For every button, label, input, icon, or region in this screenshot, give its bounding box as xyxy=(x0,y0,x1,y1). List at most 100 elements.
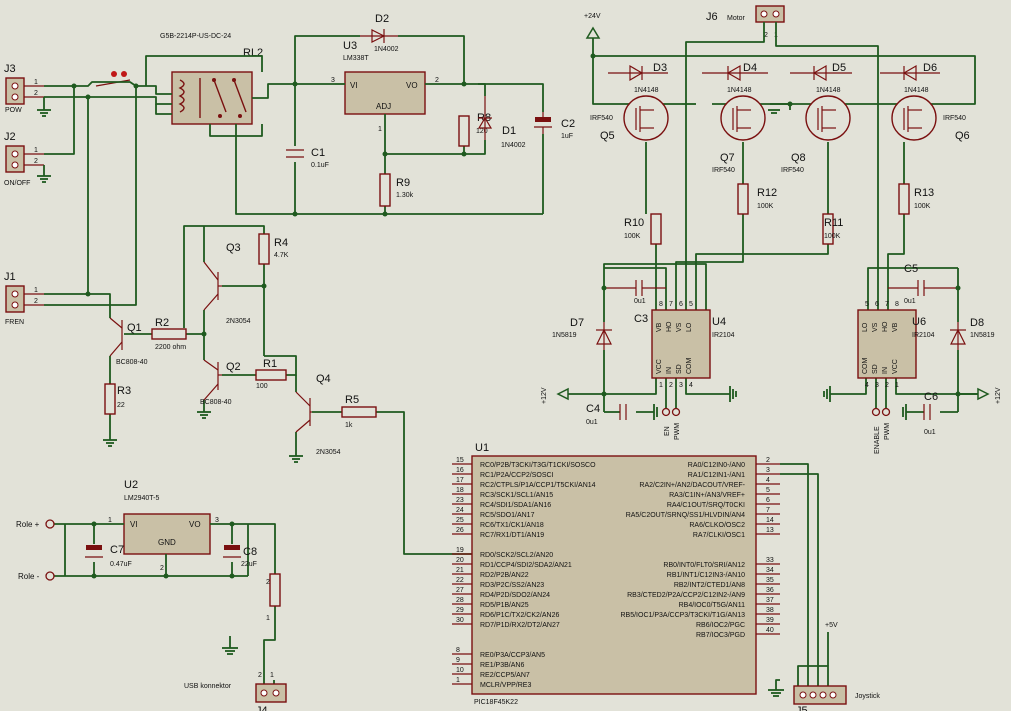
transistor-q2[interactable] xyxy=(203,359,222,401)
diode-d3[interactable] xyxy=(608,64,668,82)
d1-ref: D1 xyxy=(502,125,516,137)
en-label: EN xyxy=(664,426,671,436)
driver-pin-number: 3 xyxy=(875,382,879,389)
u1-pin-number: 27 xyxy=(456,587,464,594)
capacitor-c3[interactable] xyxy=(604,280,666,296)
u1-pin-number: 29 xyxy=(456,607,464,614)
connector-j5[interactable] xyxy=(793,685,847,705)
u1-pin-label: RD1/CCP4/SDI2/SDA2/AN21 xyxy=(480,562,572,569)
resistor-r13[interactable] xyxy=(898,183,910,215)
c6-ref: C6 xyxy=(924,391,938,403)
u1-pin-label: RB7/IOC3/PGD xyxy=(696,632,745,639)
microcontroller-u1[interactable] xyxy=(471,455,757,695)
r12-ref: R12 xyxy=(757,187,777,199)
q1-ref: Q1 xyxy=(127,322,142,334)
terminal-en[interactable] xyxy=(661,407,671,417)
usb-res-pin2: 2 xyxy=(266,579,270,586)
c8-ref: C8 xyxy=(243,546,257,558)
resistor-usb[interactable] xyxy=(269,573,281,607)
u1-pin-number: 20 xyxy=(456,557,464,564)
role-minus-label: Role - xyxy=(18,572,40,581)
regulator-u3[interactable] xyxy=(344,71,426,115)
resistor-r1[interactable] xyxy=(255,369,287,381)
terminal-role-minus[interactable] xyxy=(45,571,55,581)
u1-pin-number: 38 xyxy=(766,607,774,614)
mosfet-q6[interactable] xyxy=(891,95,937,141)
ground-icon xyxy=(197,411,211,419)
u1-pin-number: 6 xyxy=(766,497,770,504)
diode-d6[interactable] xyxy=(880,64,940,82)
connector-j1[interactable] xyxy=(5,285,44,313)
driver-u4[interactable] xyxy=(651,309,711,379)
u2-ref: U2 xyxy=(124,479,138,491)
diode-d5[interactable] xyxy=(790,64,852,82)
u1-pin-number: 4 xyxy=(766,477,770,484)
diode-d2[interactable] xyxy=(360,29,398,43)
u1-pin-label: RC6/TX1/CK1/AN18 xyxy=(480,522,544,529)
resistor-r12[interactable] xyxy=(737,183,749,215)
capacitor-c4[interactable] xyxy=(619,404,627,420)
resistor-r3[interactable] xyxy=(104,383,116,415)
diode-d8[interactable] xyxy=(950,322,966,350)
resistor-r2[interactable] xyxy=(151,328,187,340)
j5-name: Joystick xyxy=(855,693,880,700)
resistor-r8[interactable] xyxy=(458,115,470,147)
transistor-q3[interactable] xyxy=(203,261,222,311)
r10-val: 100K xyxy=(624,233,641,240)
resistor-r11[interactable] xyxy=(822,213,834,245)
diode-d7[interactable] xyxy=(596,322,612,350)
capacitor-c1[interactable] xyxy=(286,149,304,158)
ground-icon xyxy=(37,165,51,183)
r5-val: 1k xyxy=(345,422,353,429)
u1-pin-number: 14 xyxy=(766,517,774,524)
u2-pin2: 2 xyxy=(160,565,164,572)
c8-val: 22uF xyxy=(241,561,257,568)
mosfet-q5[interactable] xyxy=(623,95,669,141)
driver-pin-label: LO xyxy=(686,322,693,332)
u1-right-pins: 2RA0/C12IN0-/AN03RA1/C12IN1-/AN14RA2/C2I… xyxy=(621,457,780,639)
resistor-r9[interactable] xyxy=(379,173,391,207)
capacitor-c8[interactable] xyxy=(223,545,241,558)
u1-pin-number: 21 xyxy=(456,567,464,574)
capacitor-c7[interactable] xyxy=(85,545,103,558)
q3-ref: Q3 xyxy=(226,242,241,254)
mosfet-q8[interactable] xyxy=(805,95,851,141)
c7-ref: C7 xyxy=(110,544,124,556)
resistor-r4[interactable] xyxy=(258,233,270,265)
capacitor-c5[interactable] xyxy=(888,280,958,296)
resistor-r5[interactable] xyxy=(341,406,377,418)
terminal-enable[interactable] xyxy=(871,407,881,417)
d7-val: 1N5819 xyxy=(552,332,577,339)
capacitor-c2[interactable] xyxy=(534,112,552,134)
j4-pin1: 1 xyxy=(270,672,274,679)
diode-d1[interactable] xyxy=(477,96,493,140)
resistor-r10[interactable] xyxy=(650,213,662,245)
relay-rl2[interactable] xyxy=(171,71,253,125)
u1-pin-number: 17 xyxy=(456,477,464,484)
terminal-pwm-left[interactable] xyxy=(671,407,681,417)
transistor-q4[interactable] xyxy=(295,391,312,433)
driver-pin-label: SD xyxy=(872,364,879,374)
u3-pin1: 1 xyxy=(378,126,382,133)
u1-pin-label: RC1/P2A/CCP2/SOSCI xyxy=(480,472,554,479)
connector-j3[interactable] xyxy=(5,77,44,105)
j1-name: FREN xyxy=(5,319,24,326)
driver-u6[interactable] xyxy=(857,309,917,379)
terminal-pwm-right[interactable] xyxy=(881,407,891,417)
u1-pin-label: RB1/INT1/C12IN3-/AN10 xyxy=(667,572,745,579)
connector-j2[interactable] xyxy=(5,145,44,173)
ground-icon xyxy=(823,386,831,402)
r11-val: 100K xyxy=(824,233,841,240)
connector-j6[interactable] xyxy=(755,5,785,23)
mosfet-q7[interactable] xyxy=(720,95,766,141)
capacitor-c6[interactable] xyxy=(923,404,931,420)
d8-val: 1N5819 xyxy=(970,332,995,339)
regulator-u2[interactable] xyxy=(123,513,211,555)
transistor-q1[interactable] xyxy=(109,317,123,357)
r13-ref: R13 xyxy=(914,187,934,199)
connector-j4[interactable] xyxy=(255,683,287,703)
terminal-role-plus[interactable] xyxy=(45,519,55,529)
u1-pin-number: 33 xyxy=(766,557,774,564)
diode-d4[interactable] xyxy=(702,64,768,82)
driver-pin-number: 8 xyxy=(895,301,899,308)
